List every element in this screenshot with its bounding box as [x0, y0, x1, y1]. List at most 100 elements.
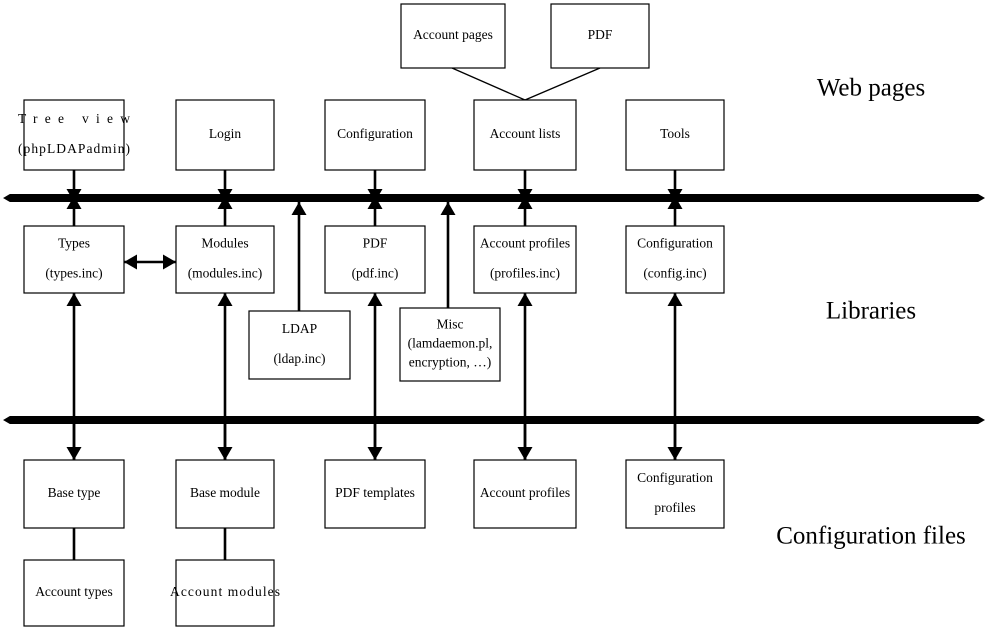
types-lib-label-0: Types: [58, 236, 90, 251]
pdf-templates-label-0: PDF templates: [335, 485, 415, 500]
pdf-lib-label-0: PDF: [363, 236, 388, 251]
account-modules-rect[interactable]: [175, 559, 275, 627]
types-lib-rect[interactable]: [23, 225, 125, 294]
account-profiles-lib-label-1: (profiles.inc): [490, 266, 560, 281]
pdf-source-label-0: PDF: [588, 27, 613, 42]
bus-to-base-module-head: [217, 447, 233, 460]
account-profiles-file[interactable]: Account profiles: [473, 459, 577, 529]
account-pages-to-account-lists-line: [451, 67, 526, 101]
base-type[interactable]: Base type: [23, 459, 125, 529]
account-pages-rect[interactable]: [400, 3, 506, 69]
pdf-source[interactable]: PDF: [550, 3, 650, 69]
pdf-lib[interactable]: PDF (pdf.inc): [324, 225, 426, 294]
configuration-page-rect[interactable]: [324, 99, 426, 171]
configuration-page-to-bus-head-up: [367, 196, 383, 209]
login-rect[interactable]: [175, 99, 275, 171]
configuration-profiles-up-head: [667, 293, 683, 306]
tree-view-rect[interactable]: [23, 99, 125, 171]
misc-lib-label-2: encryption, …): [409, 355, 491, 370]
modules-lib-rect[interactable]: [175, 225, 275, 294]
account-modules[interactable]: Account modules: [170, 559, 280, 627]
account-profiles-lib-rect[interactable]: [473, 225, 577, 294]
tree-view-to-bus-head-up: [66, 196, 82, 209]
account-profiles-lib-label-0: Account profiles: [480, 236, 570, 251]
tree-view[interactable]: Tree view(phpLDAPadmin): [18, 99, 130, 171]
tools-to-bus-head-up: [667, 196, 683, 209]
account-types-label-0: Account types: [35, 584, 113, 599]
login-label-0: Login: [209, 126, 241, 141]
bus-bars-layer: [3, 194, 985, 424]
base-type-label-0: Base type: [48, 485, 101, 500]
account-lists-label-0: Account lists: [490, 126, 561, 141]
account-pages[interactable]: Account pages: [400, 3, 506, 69]
account-profiles-file-label-0: Account profiles: [480, 485, 570, 500]
account-profiles-up-head: [517, 293, 533, 306]
types-lib[interactable]: Types(types.inc): [23, 225, 125, 294]
ldap-lib[interactable]: LDAP (ldap.inc): [248, 310, 351, 380]
pdf-source-rect[interactable]: [550, 3, 650, 69]
modules-lib-label-0: Modules: [201, 236, 248, 251]
login[interactable]: Login: [175, 99, 275, 171]
account-lists-rect[interactable]: [473, 99, 577, 171]
account-profiles-lib[interactable]: Account profiles (profiles.inc): [473, 225, 577, 294]
web-to-library-bus: [3, 194, 985, 202]
configuration-profiles-file-rect[interactable]: [625, 459, 725, 529]
pdf-source-to-account-lists-line: [524, 67, 601, 101]
base-module[interactable]: Base module: [175, 459, 275, 529]
base-module-label-0: Base module: [190, 485, 260, 500]
library-to-config-bus: [3, 416, 985, 424]
tools[interactable]: Tools: [625, 99, 725, 171]
types-modules-bidirectional-head-left: [124, 254, 137, 270]
pdf-templates-rect[interactable]: [324, 459, 426, 529]
section-label-libraries: Libraries: [826, 298, 916, 325]
base-type-to-types-head: [66, 293, 82, 306]
section-label-web-pages: Web pages: [817, 75, 925, 102]
types-modules-bidirectional-head-right: [163, 254, 176, 270]
ldap-lib-label-0: LDAP: [282, 321, 317, 336]
configuration-lib[interactable]: Configuration (config.inc): [625, 225, 725, 294]
ldap-lib-rect[interactable]: [248, 310, 351, 380]
account-modules-label-0: Account modules: [170, 584, 280, 599]
pdf-templates-to-pdf-lib-head: [367, 293, 383, 306]
account-profiles-file-rect[interactable]: [473, 459, 577, 529]
account-lists-to-bus-head-up: [517, 196, 533, 209]
types-modules-bidirectional: [124, 254, 176, 270]
misc-lib-label-0: Misc: [437, 317, 464, 332]
account-pages-to-account-lists: [451, 67, 526, 101]
bus-to-account-profiles: [517, 420, 533, 460]
base-type-rect[interactable]: [23, 459, 125, 529]
pdf-lib-rect[interactable]: [324, 225, 426, 294]
login-to-bus-head-up: [217, 196, 233, 209]
configuration-page[interactable]: Configuration: [324, 99, 426, 171]
ldap-lib-label-1: (ldap.inc): [273, 351, 325, 366]
configuration-lib-rect[interactable]: [625, 225, 725, 294]
bus-to-pdf-templates-head: [367, 447, 383, 460]
ldap-to-bus: [291, 202, 307, 311]
section-label-configuration-files: Configuration files: [776, 523, 966, 550]
pdf-lib-label-1: (pdf.inc): [352, 266, 399, 281]
tools-rect[interactable]: [625, 99, 725, 171]
ldap-to-bus-head: [291, 202, 307, 215]
misc-lib[interactable]: Misc(lamdaemon.pl,encryption, …): [399, 307, 501, 382]
base-module-rect[interactable]: [175, 459, 275, 529]
tree-view-label-1: (phpLDAPadmin): [18, 141, 130, 156]
bus-to-base-module: [217, 420, 233, 460]
account-types[interactable]: Account types: [23, 559, 125, 627]
misc-to-bus-head: [440, 202, 456, 215]
configuration-profiles-file-label-1: profiles: [654, 500, 695, 515]
configuration-page-label-0: Configuration: [337, 126, 413, 141]
configuration-lib-label-0: Configuration: [637, 236, 713, 251]
configuration-lib-label-1: (config.inc): [643, 266, 706, 281]
bus-to-base-type: [66, 420, 82, 460]
bus-to-pdf-templates: [367, 420, 383, 460]
account-types-rect[interactable]: [23, 559, 125, 627]
bus-to-account-profiles-head: [517, 447, 533, 460]
bus-to-configuration-profiles-head: [667, 447, 683, 460]
pdf-templates[interactable]: PDF templates: [324, 459, 426, 529]
modules-lib[interactable]: Modules(modules.inc): [175, 225, 275, 294]
account-lists[interactable]: Account lists: [473, 99, 577, 171]
misc-lib-rect[interactable]: [399, 307, 501, 382]
